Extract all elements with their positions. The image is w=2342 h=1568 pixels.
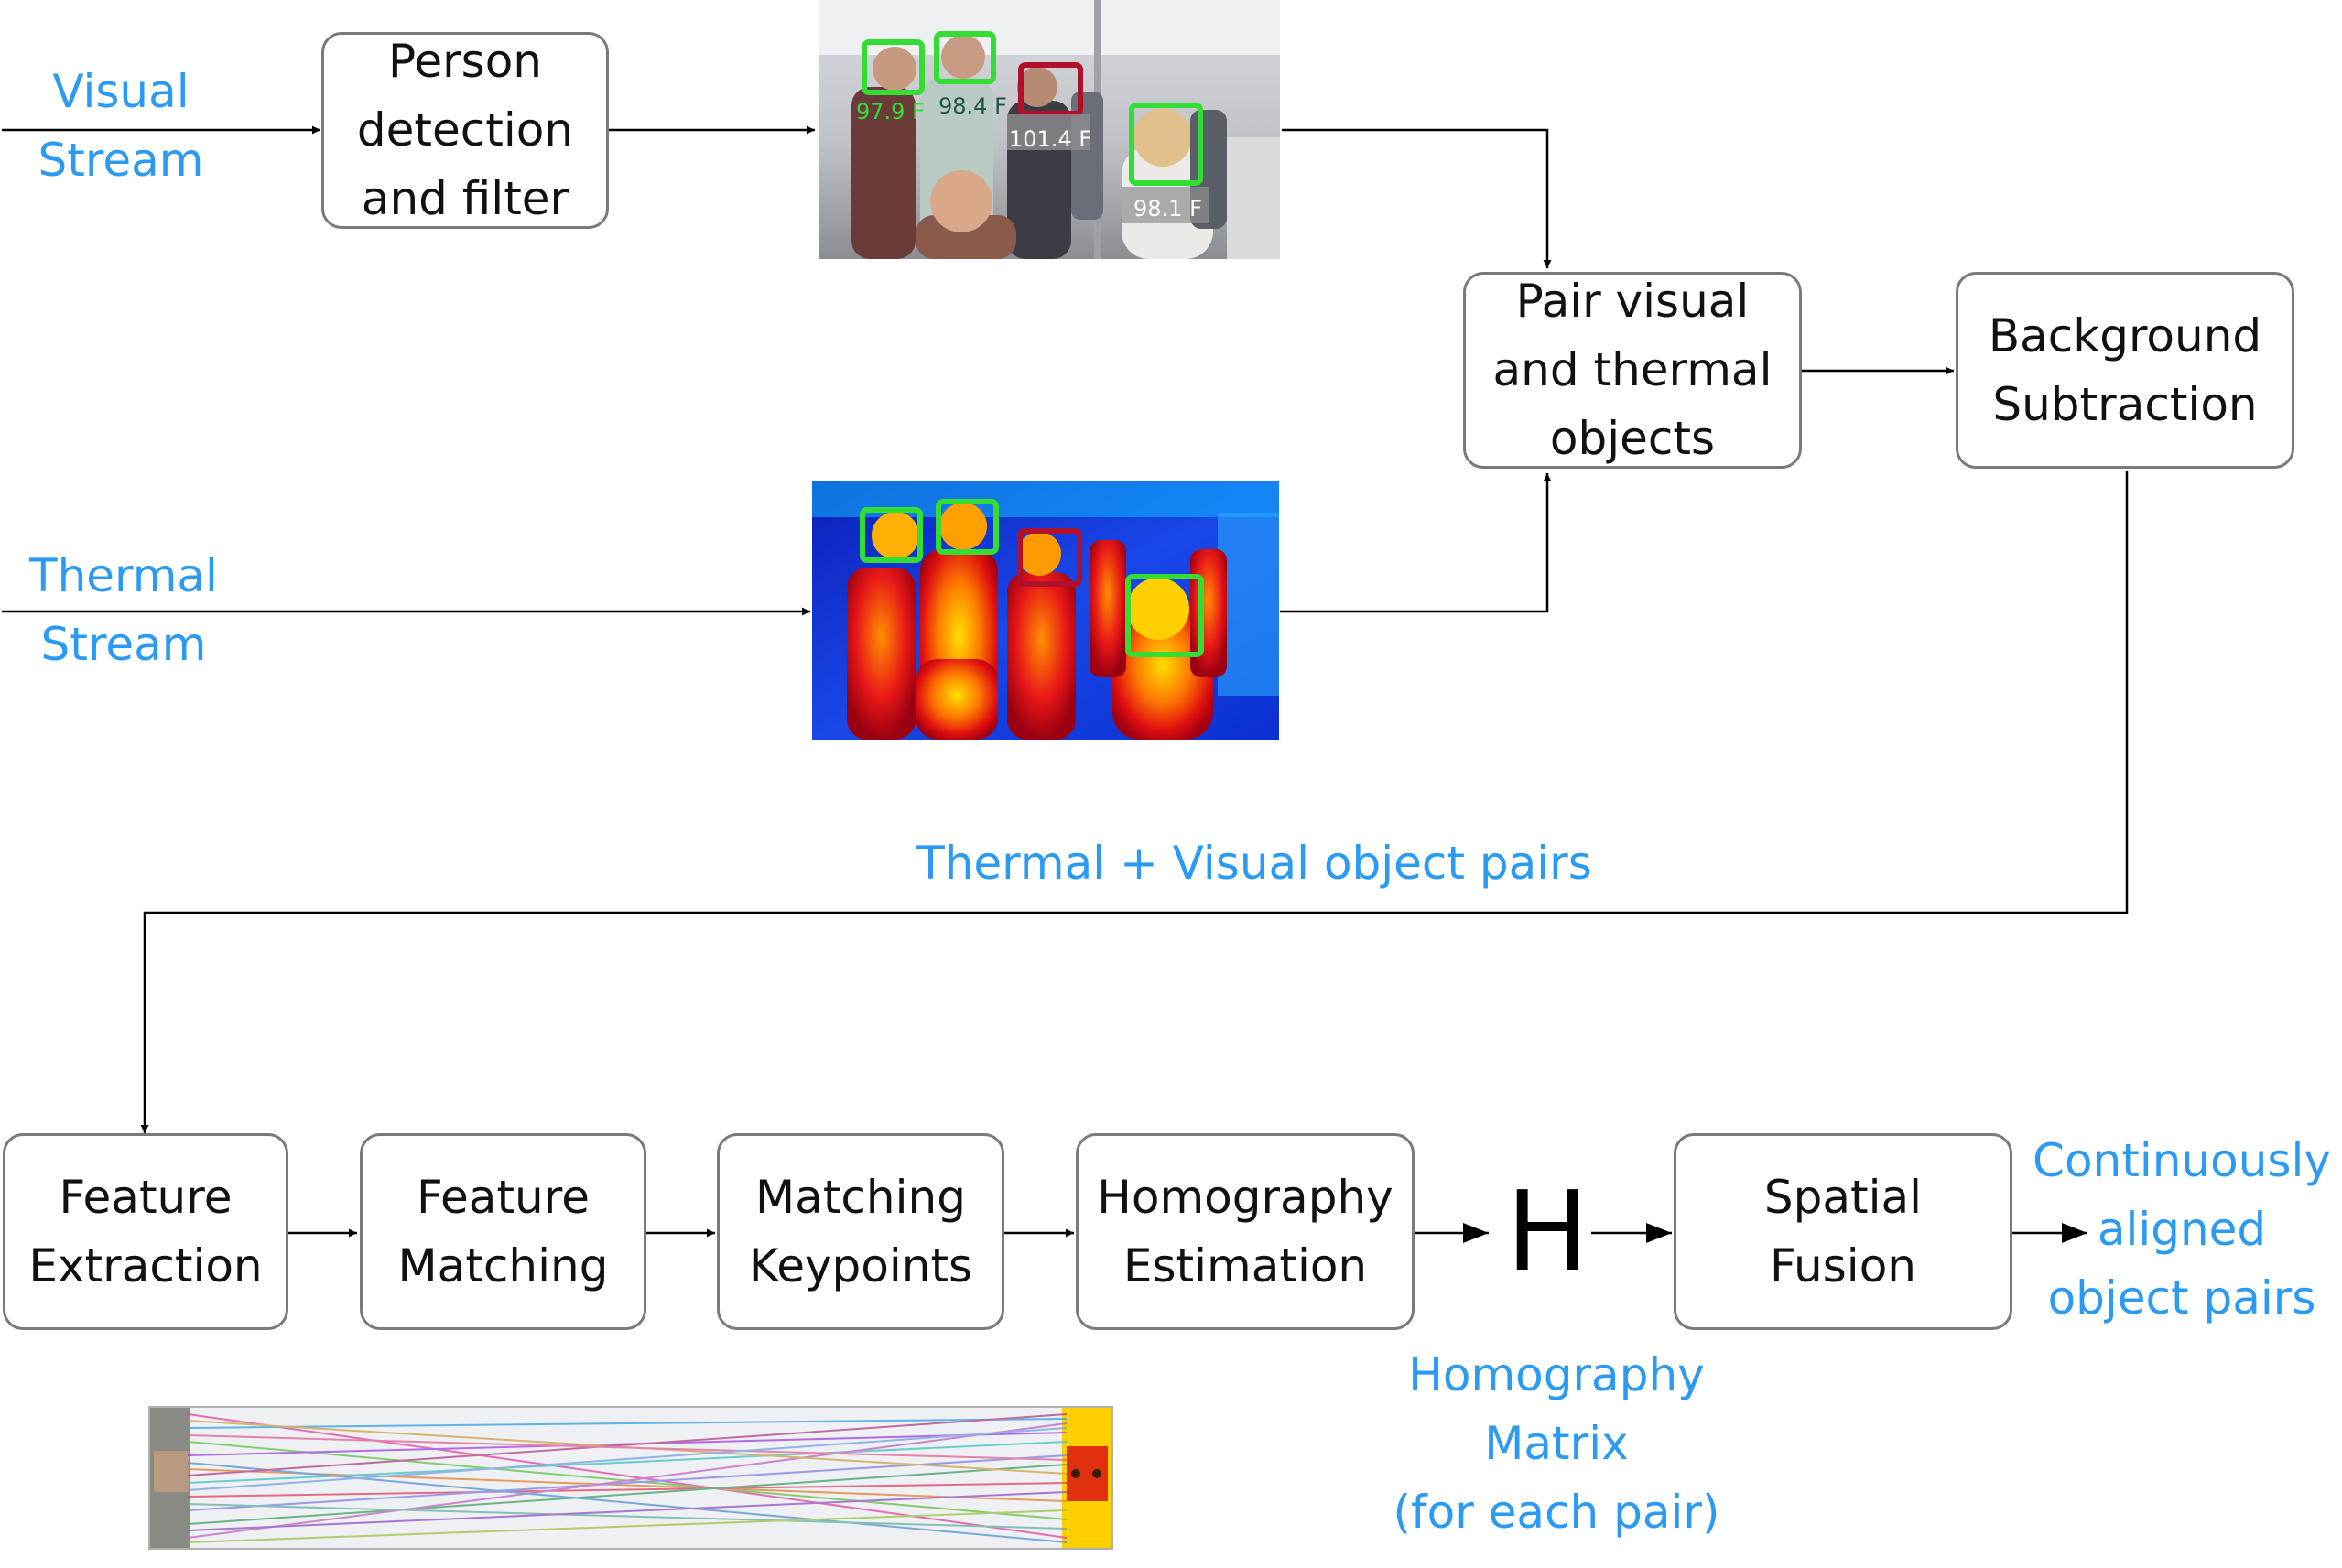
keypoint-matching-image bbox=[148, 1406, 1113, 1550]
temp-label-1: 97.9 F bbox=[856, 99, 925, 124]
pair-objects-box: Pair visual and thermal objects bbox=[1463, 272, 1802, 469]
homography-estimation-box: Homography Estimation bbox=[1076, 1133, 1415, 1330]
arrow-visual-image-to-pair bbox=[1282, 128, 1552, 268]
thermal-camera-image bbox=[812, 481, 1279, 740]
homography-symbol: H bbox=[1506, 1169, 1589, 1296]
thermal-stream-label: Thermal Stream bbox=[29, 549, 218, 671]
visual-stream-label: Visual Stream bbox=[38, 65, 204, 187]
output-label: Continuously aligned object pairs bbox=[2033, 1134, 2331, 1325]
temp-label-3: 101.4 F bbox=[1009, 126, 1091, 152]
homography-matrix-label: Homography Matrix (for each pair) bbox=[1393, 1348, 1720, 1539]
connectors bbox=[2, 125, 2129, 1243]
arrow-thermal-image-to-pair bbox=[1280, 473, 1552, 613]
arrow-background-to-extraction bbox=[140, 471, 2129, 1133]
temp-label-4: 98.1 F bbox=[1133, 196, 1202, 222]
background-subtraction-box: Background Subtraction bbox=[1956, 272, 2294, 469]
visual-camera-image: 97.9 F 98.4 F 101.4 F 98.1 F bbox=[819, 0, 1280, 259]
spatial-fusion-box: Spatial Fusion bbox=[1674, 1133, 2012, 1330]
feature-matching-box: Feature Matching bbox=[360, 1133, 646, 1330]
temp-label-2: 98.4 F bbox=[938, 93, 1007, 119]
person-detection-box: Person detection and filter bbox=[321, 32, 609, 229]
object-pairs-label: Thermal + Visual object pairs bbox=[916, 837, 1592, 890]
matching-keypoints-box: Matching Keypoints bbox=[717, 1133, 1004, 1330]
feature-extraction-box: Feature Extraction bbox=[3, 1133, 288, 1330]
